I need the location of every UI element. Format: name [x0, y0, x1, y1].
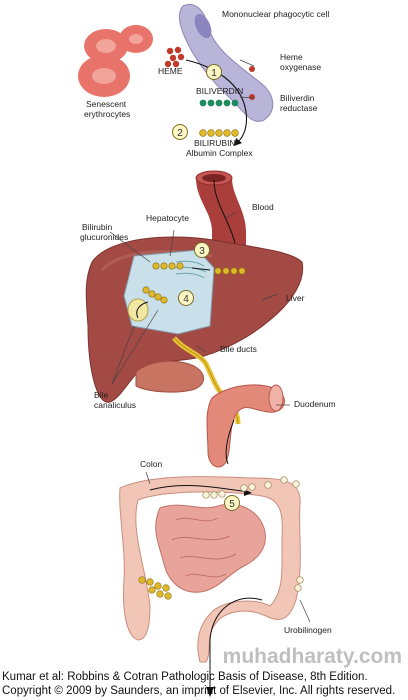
canaliculus-arrow [136, 301, 149, 319]
label-liver: Liver [286, 293, 305, 303]
gallbladder [135, 360, 204, 393]
heme-oxygenase-marker [249, 66, 255, 72]
svg-text:3: 3 [199, 246, 205, 257]
label-duodenum: Duodenum [294, 399, 336, 409]
caption-line-2: Copyright © 2009 by Saunders, an imprint… [2, 685, 396, 697]
label-heme-oxygenase-1: Heme [280, 52, 303, 62]
svg-text:4: 4 [183, 294, 189, 305]
small-intestine [155, 503, 266, 593]
label-erythrocytes: erythrocytes [84, 109, 130, 119]
hepatocyte-nucleus [127, 298, 149, 322]
label-heme: HEME [158, 66, 183, 76]
bilirubin-albumin-molecules [199, 129, 239, 137]
label-glucuronides-2: glucuronides [80, 232, 128, 242]
label-colon: Colon [140, 459, 162, 469]
label-hepatocyte: Hepatocyte [146, 213, 189, 223]
bilirubin-liver-molecules [142, 262, 246, 304]
pathway-arrowhead [234, 138, 242, 146]
duodenum-opening [268, 384, 284, 412]
biliverdin-reductase-marker [249, 94, 255, 100]
colon [119, 476, 301, 663]
label-albumin-complex: Albumin Complex [186, 148, 253, 158]
label-bile: Bile [94, 390, 108, 400]
svg-text:1: 1 [211, 68, 217, 79]
phagocyte-nucleus [194, 13, 212, 39]
watermark: muhadharaty.com [222, 645, 402, 668]
leader-lines [109, 59, 311, 623]
svg-text:2: 2 [177, 128, 183, 139]
label-blood: Blood [252, 202, 274, 212]
colon-arrow [149, 485, 249, 493]
label-glucuronides-1: Bilirubin [82, 222, 113, 232]
step-4: 4 [178, 290, 194, 306]
heme-pathway-arrow [185, 59, 248, 143]
caption-line-1: Kumar et al: Robbins & Cotran Pathologic… [2, 671, 368, 683]
heme-molecules [164, 46, 185, 68]
label-bilirubin: BILIRUBIN– [194, 138, 241, 148]
biliverdin-molecules [199, 99, 239, 107]
step-3: 3 [194, 242, 210, 258]
urobilinogen-colon-dots [202, 476, 304, 592]
blood-vessel [195, 170, 246, 262]
erythrocytes [78, 25, 153, 97]
label-biliverdin-reductase-2: reductase [280, 103, 318, 113]
label-bile-ducts: Bile ducts [220, 344, 257, 354]
label-mononuclear-cell: Mononuclear phagocytic cell [222, 9, 329, 19]
label-senescent: Senescent [86, 99, 127, 109]
intestine-folds [171, 517, 237, 578]
label-biliverdin-reductase-1: Biliverdin [280, 93, 315, 103]
label-biliverdin: BILIVERDIN [196, 86, 243, 96]
svg-text:5: 5 [229, 499, 235, 510]
step-1: 1 [206, 64, 222, 80]
duodenum-bile-arrow [225, 419, 235, 465]
step-2: 2 [172, 124, 188, 140]
step-5: 5 [224, 495, 240, 511]
label-canaliculus: canaliculus [94, 400, 136, 410]
label-urobilinogen: Urobilinogen [284, 625, 332, 635]
label-heme-oxygenase-2: oxygenase [280, 62, 321, 72]
excretion-arrow [209, 597, 263, 690]
uptake-arrow [191, 267, 211, 271]
excretion-arrowhead [206, 687, 214, 697]
urobilinogen-lower-dots [138, 576, 172, 600]
